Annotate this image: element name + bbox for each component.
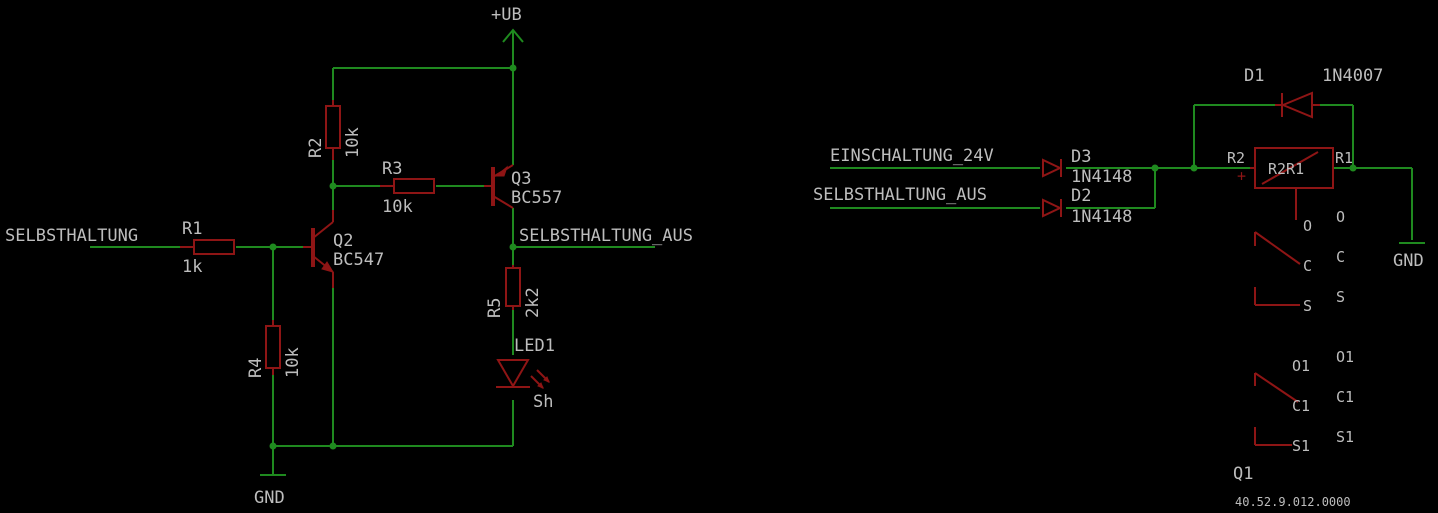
r5-value: 2k2 [523,287,543,318]
d3-name: D3 [1071,147,1091,167]
net-label-selbsthaltung-aus: SELBSTHALTUNG_AUS [519,226,693,246]
junctions [269,64,1357,450]
relay-contact-label-o: O [1336,208,1345,226]
supply-symbol: +UB [491,5,524,43]
relay-contact-pin-c: C [1303,257,1312,275]
diode-d2: D2 1N4148 [1042,186,1132,227]
wires-left-circuit [90,30,655,475]
led1-name: LED1 [514,336,555,356]
q3-name: Q3 [511,169,531,189]
r3-name: R3 [382,159,402,179]
r4-name: R4 [246,358,266,378]
relay-coil-pin-left: R2 [1227,149,1245,167]
relay-contact-label-s: S [1336,288,1345,306]
q2-value: BC547 [333,250,384,270]
r2-name: R2 [306,138,326,158]
ground-symbol-left: GND [254,474,286,508]
net-label-einschaltung-24v: EINSCHALTUNG_24V [830,146,994,166]
resistor-r2: R2 10k [306,100,363,160]
relay-contact-pin-o1: O1 [1292,357,1310,375]
relay-contact-label-s1: S1 [1336,428,1354,446]
r5-name: R5 [485,298,505,318]
transistor-q3: Q3 BC557 [484,164,562,209]
transistor-q2: Q2 BC547 [303,210,384,288]
relay-q1: R2 R2R1 R1 + O O C C S S O1 O1 C1 C1 S1 … [1227,147,1354,509]
relay-contact-pin-c1: C1 [1292,397,1310,415]
diode-d1: D1 1N4007 [1244,66,1383,119]
led-led1: LED1 Sh [496,336,555,412]
ground-label-left: GND [254,488,285,508]
led1-value: Sh [533,392,553,412]
d1-name: D1 [1244,66,1264,86]
relay-contact-pin-s1: S1 [1292,437,1310,455]
net-label-selbsthaltung: SELBSTHALTUNG [5,226,138,246]
r1-value: 1k [182,257,202,277]
r4-value: 10k [283,347,303,378]
r2-value: 10k [343,127,363,158]
resistor-r4: R4 10k [246,320,303,378]
relay-contact-pin-o: O [1303,217,1312,235]
d1-value: 1N4007 [1322,66,1383,86]
ground-label-right: GND [1393,251,1424,271]
relay-contact-label-c: C [1336,248,1345,266]
net-label-selbsthaltung-aus-right: SELBSTHALTUNG_AUS [813,185,987,205]
r1-name: R1 [182,219,202,239]
q2-name: Q2 [333,231,353,251]
diode-d3: D3 1N4148 [1042,147,1132,187]
ground-symbol-right: GND [1393,242,1425,271]
relay-part-number: 40.52.9.012.0000 [1235,495,1351,509]
relay-contact-pin-s: S [1303,297,1312,315]
relay-contact-label-o1: O1 [1336,348,1354,366]
d2-value: 1N4148 [1071,207,1132,227]
resistor-r5: R5 2k2 [485,265,543,318]
r3-value: 10k [382,197,413,217]
wires-right-circuit [830,104,1413,240]
d3-value: 1N4148 [1071,167,1132,187]
d2-name: D2 [1071,186,1091,206]
relay-coil-plus: + [1237,167,1246,185]
relay-coil-label: R2R1 [1268,160,1304,178]
relay-contact-label-c1: C1 [1336,388,1354,406]
relay-name: Q1 [1233,464,1253,484]
relay-coil-pin-right: R1 [1335,149,1353,167]
resistor-r3: R3 10k [380,159,435,217]
resistor-r1: R1 1k [180,219,235,277]
supply-label: +UB [491,5,522,25]
q3-value: BC557 [511,188,562,208]
